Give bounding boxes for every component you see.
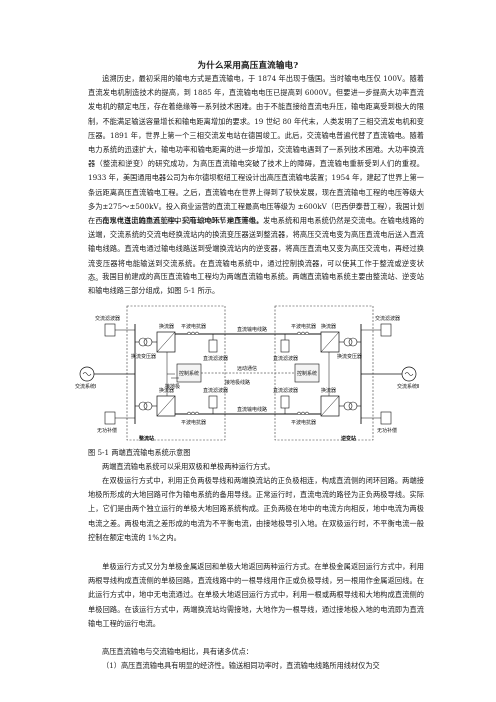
hvdc-system-diagram: 交流系统Ⅰ 交流系统Ⅱ 交流滤波器 交流滤波器 无功补偿 无功补偿 换流变压器 … bbox=[75, 305, 419, 442]
label-reactive-right: 无功补偿 bbox=[377, 427, 397, 434]
paragraph-two-terminal: 我国目前建成的高压直流输电工程均为两端直流输电系统。两端直流输电系统主要由整流站… bbox=[88, 270, 424, 298]
label-smoothing-top-left: 平波电抗器 bbox=[181, 323, 206, 330]
label-smoothing-bottom-left: 平波电抗器 bbox=[181, 419, 206, 426]
paragraph-text: 单极运行方式又分为单极金属返回和单极大地返回两种运行方式。在单极金属返回运行方式… bbox=[88, 562, 424, 628]
label-electrode-line: 接地极线路 bbox=[225, 379, 250, 386]
control-system-right bbox=[294, 363, 320, 383]
figure-caption: 图 5-1 两端直流输电系统示意图 bbox=[88, 448, 191, 457]
ac-filter-left-icon bbox=[104, 323, 116, 337]
label-converter-rect-bottom: 换流器 bbox=[159, 387, 174, 394]
paragraph-text: （1）高压直流输电具有明显的经济性。输送相同功率时，直流输电线路所用线材仅为交 bbox=[102, 661, 380, 670]
label-converter-inv-bottom: 换流器 bbox=[321, 387, 336, 394]
label-ac-filter-left: 交流滤波器 bbox=[95, 315, 120, 322]
label-converter-tf-left: 换流变压器 bbox=[131, 353, 156, 360]
paragraph-text: 我国目前建成的高压直流输电工程均为两端直流输电系统。两端直流输电系统主要由整流站… bbox=[88, 272, 424, 296]
label-inverter-station: 逆变站 bbox=[341, 435, 356, 442]
label-smoothing-bottom-right: 平波电抗器 bbox=[291, 419, 316, 426]
label-converter-inv-top: 换流器 bbox=[321, 323, 336, 330]
label-control-left: 控制系统 bbox=[179, 370, 199, 377]
label-dc-filter-bottom-left: 直流滤波器 bbox=[203, 387, 228, 394]
paragraph-monopolar: 单极运行方式又分为单极金属返回和单极大地返回两种运行方式。在单极金属返回运行方式… bbox=[88, 560, 424, 631]
label-dc-filter-top-right: 直流滤波器 bbox=[273, 355, 298, 362]
paragraph-text: 在双极运行方式中，利用正负两极导线和两端换流站的正负极相连，构成直流侧的闭环回路… bbox=[88, 476, 424, 542]
document-title: 为什么采用高压直流输电? bbox=[197, 61, 299, 71]
reactive-comp-left-icon bbox=[104, 411, 116, 425]
label-ac-system-right: 交流系统Ⅱ bbox=[397, 383, 419, 390]
label-ac-filter-right: 交流滤波器 bbox=[375, 315, 400, 322]
paragraph-text: 两端直流输电系统可以采用双极和单极两种运行方式。 bbox=[102, 462, 275, 471]
label-dc-line-top: 直流输电线路 bbox=[237, 326, 267, 333]
label-control-mid: 远动通信 bbox=[237, 365, 257, 372]
rectifier-station-box bbox=[126, 305, 226, 441]
label-dc-filter-bottom-right: 直流滤波器 bbox=[273, 387, 298, 394]
label-smoothing-top-right: 平波电抗器 bbox=[291, 323, 316, 330]
paragraph-modern-system: 在现代直流输电系统中，只有输电环节是直流电，发电系统和用电系统仍然是交流电。在输… bbox=[88, 214, 424, 285]
dc-filter-icon bbox=[280, 339, 290, 353]
dc-filter-icon bbox=[208, 395, 218, 409]
paragraph-advantages-intro: 高压直流输电与交流输电相比，具有诸多优点： bbox=[88, 645, 424, 659]
paragraph-operation-modes: 两端直流输电系统可以采用双极和单极两种运行方式。 bbox=[88, 460, 424, 474]
label-control-right: 控制系统 bbox=[297, 370, 317, 377]
label-reactive-left: 无功补偿 bbox=[97, 427, 117, 434]
label-dc-line-bottom: 直流输电线路 bbox=[237, 406, 267, 413]
paragraph-advantage-1: （1）高压直流输电具有明显的经济性。输送相同功率时，直流输电线路所用线材仅为交 bbox=[88, 659, 424, 673]
reactive-comp-right-icon bbox=[380, 411, 392, 425]
label-ac-system-left: 交流系统Ⅰ bbox=[75, 383, 96, 390]
label-dc-filter-top-left: 直流滤波器 bbox=[203, 355, 228, 362]
paragraph-text: 高压直流输电与交流输电相比，具有诸多优点： bbox=[102, 647, 253, 656]
label-converter-rect-top: 换流器 bbox=[159, 323, 174, 330]
label-electrode: 接地极 bbox=[165, 383, 180, 390]
label-converter-tf-right: 换流变压器 bbox=[337, 353, 362, 360]
paragraph-history: 追溯历史，最初采用的输电方式是直流输电，于 1874 年出现于俄国。当时输电电压… bbox=[88, 72, 424, 228]
dc-filter-icon bbox=[208, 339, 218, 353]
dc-filter-icon bbox=[280, 395, 290, 409]
label-rectifier-station: 整流站 bbox=[138, 435, 154, 442]
paragraph-text: 追溯历史，最初采用的输电方式是直流输电，于 1874 年出现于俄国。当时输电电压… bbox=[88, 74, 424, 226]
paragraph-text: 在现代直流输电系统中，只有输电环节是直流电，发电系统和用电系统仍然是交流电。在输… bbox=[88, 216, 424, 282]
paragraph-bipolar: 在双极运行方式中，利用正负两极导线和两端换流站的正负极相连，构成直流侧的闭环回路… bbox=[88, 474, 424, 545]
ac-filter-right-icon bbox=[380, 323, 392, 337]
